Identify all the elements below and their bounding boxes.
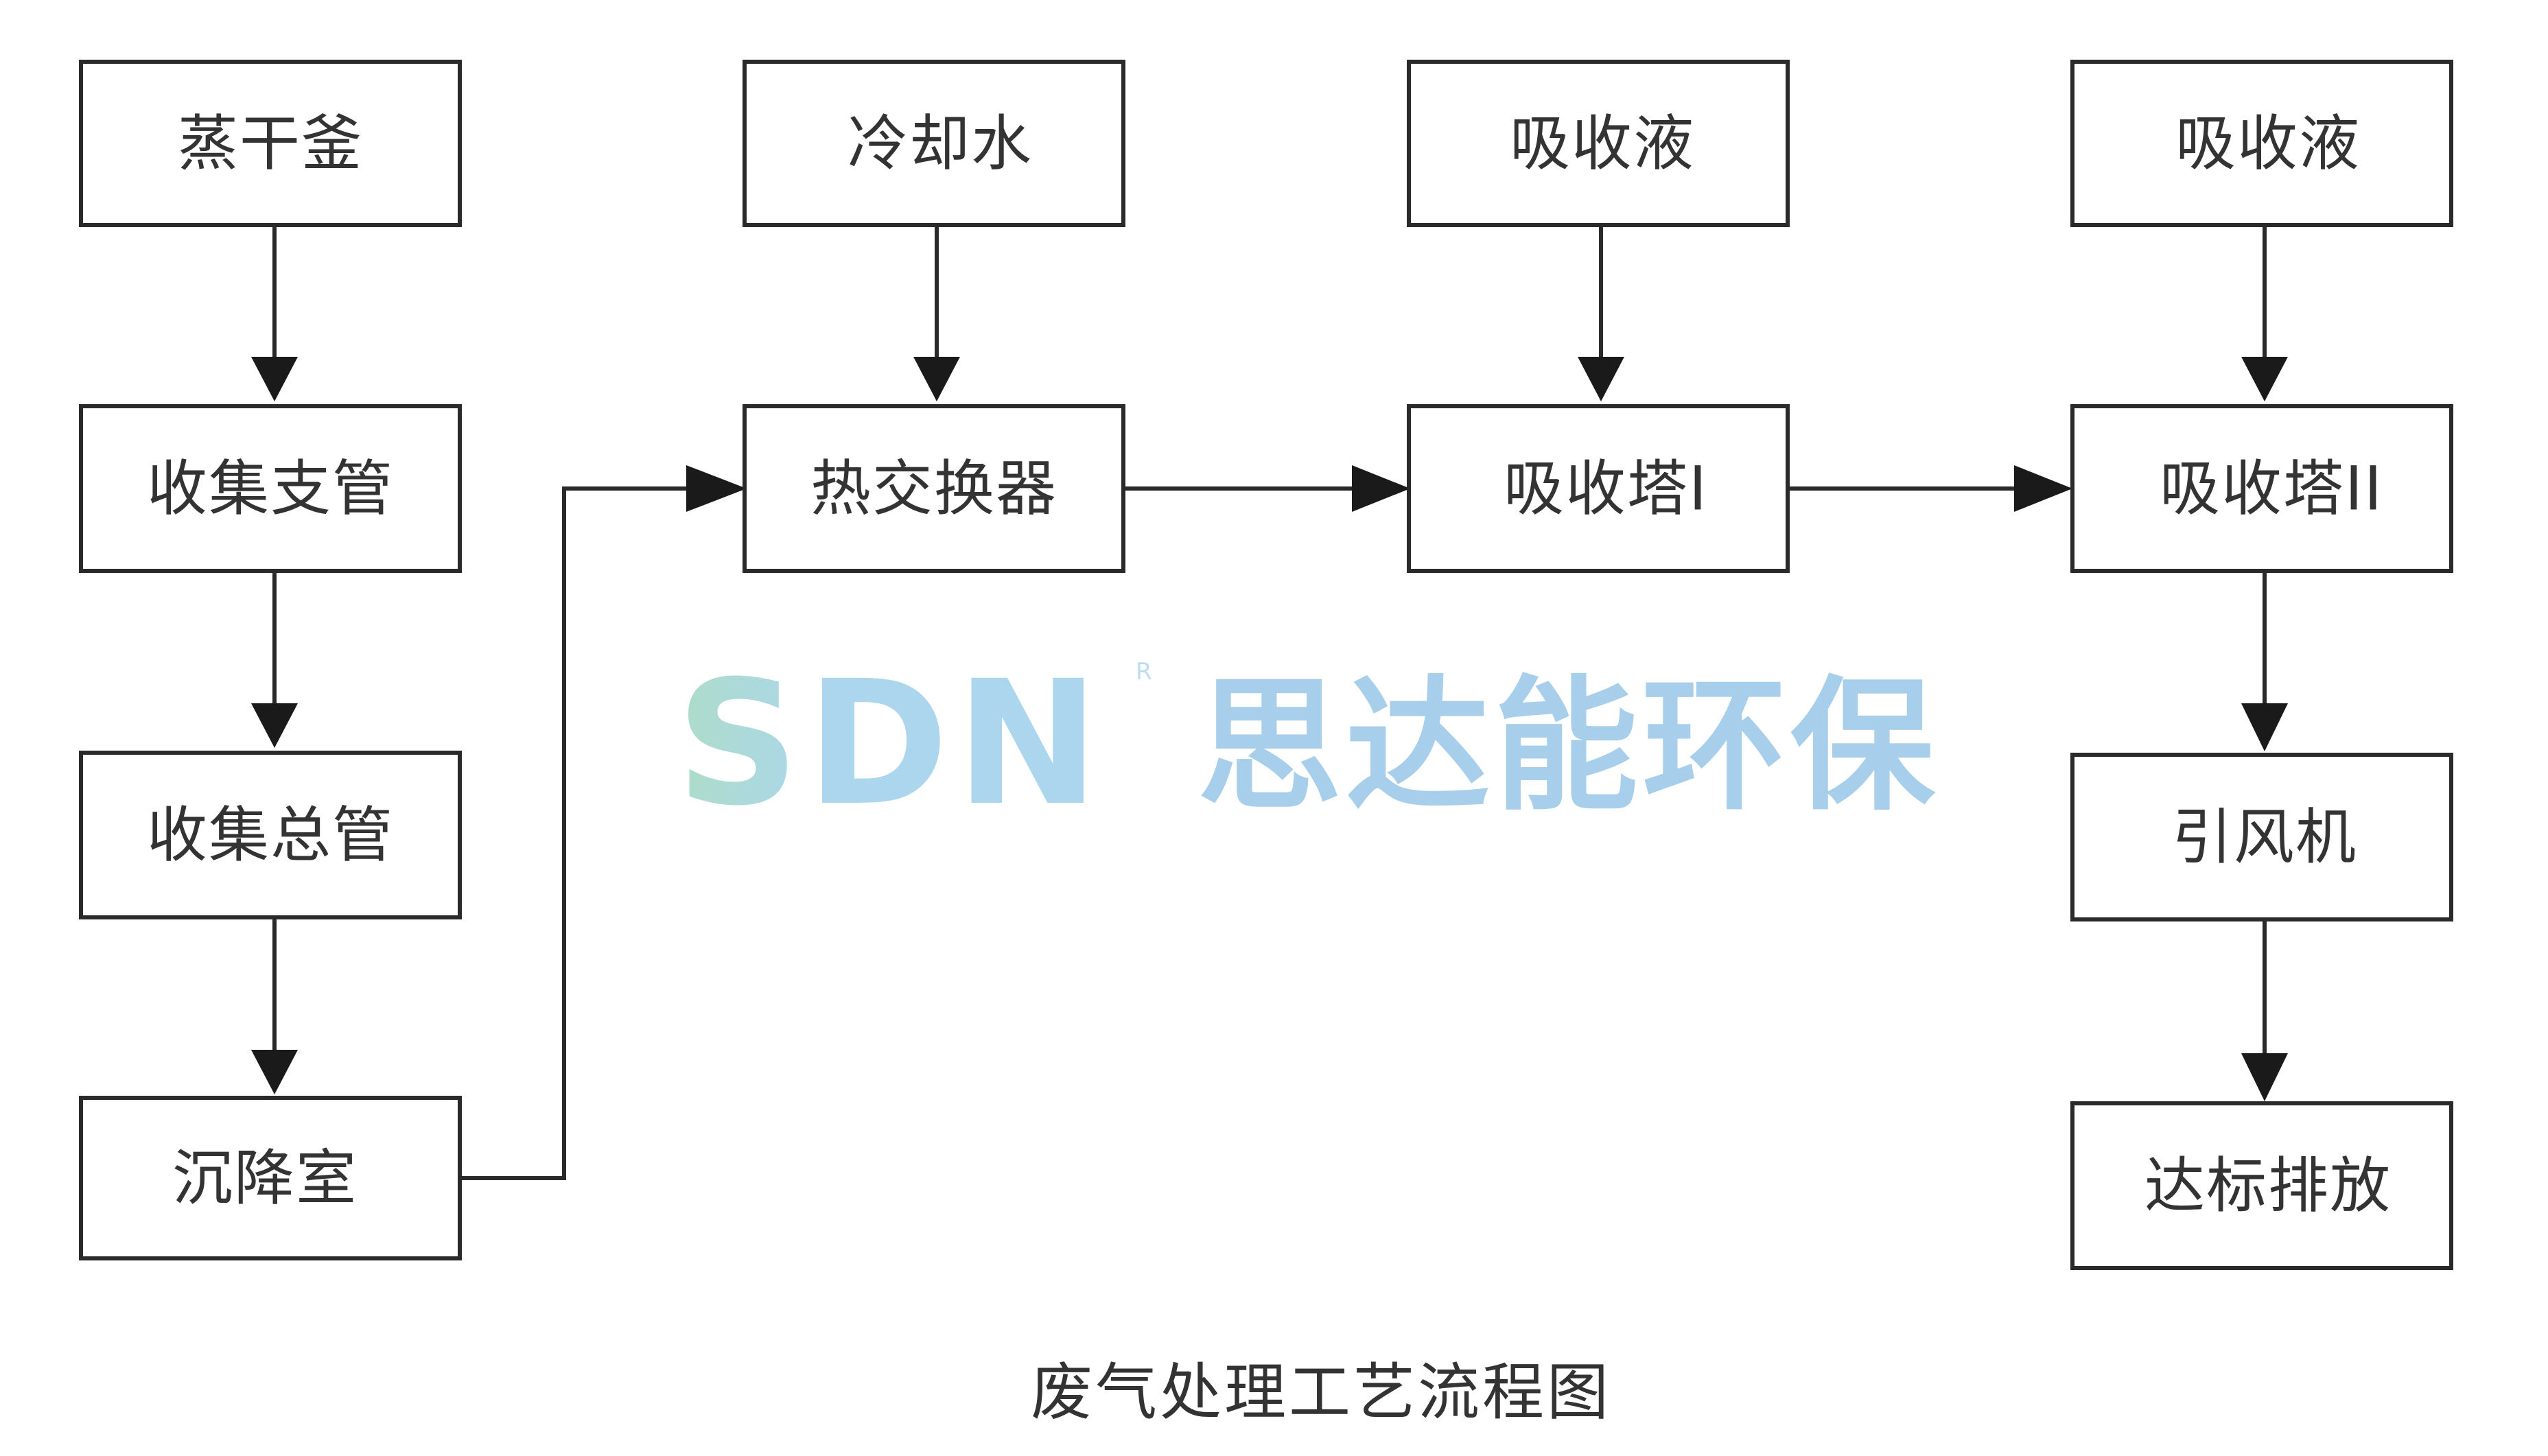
- svg-text:吸收液: 吸收液: [2175, 108, 2361, 179]
- svg-text:收集支管: 收集支管: [147, 454, 394, 524]
- watermark-registered-mark: R: [1136, 658, 1152, 685]
- svg-text:蒸干釜: 蒸干釜: [178, 108, 363, 179]
- watermark-cjk: 思达能环保: [1197, 662, 1939, 830]
- svg-text:达标排放: 达标排放: [2144, 1151, 2392, 1221]
- diagram-caption: 废气处理工艺流程图: [1031, 1357, 1611, 1429]
- watermark-latin: SDN: [676, 644, 1106, 843]
- svg-text:沉降室: 沉降室: [172, 1143, 358, 1214]
- node-absorbent-2: 吸收液: [2070, 60, 2453, 227]
- node-induced-fan: 引风机: [2070, 753, 2453, 921]
- connectors: [251, 225, 2288, 1180]
- svg-text:吸收液: 吸收液: [1510, 108, 1695, 179]
- node-absorber-2: 吸收塔II: [2070, 404, 2453, 573]
- node-absorbent-1: 吸收液: [1407, 60, 1790, 227]
- node-settling-chamber: 沉降室: [79, 1096, 462, 1260]
- svg-text:热交换器: 热交换器: [810, 454, 1057, 524]
- svg-text:吸收塔I: 吸收塔I: [1504, 454, 1708, 524]
- svg-text:引风机: 引风机: [2172, 802, 2357, 873]
- svg-text:收集总管: 收集总管: [147, 800, 394, 871]
- watermark-logo: SDN R 思达能环保: [676, 644, 1939, 843]
- node-main-pipe: 收集总管: [79, 751, 462, 919]
- svg-text:吸收塔II: 吸收塔II: [2160, 454, 2383, 524]
- node-discharge: 达标排放: [2070, 1101, 2453, 1270]
- node-absorber-1: 吸收塔I: [1407, 404, 1790, 573]
- node-branch-pipe: 收集支管: [79, 404, 462, 573]
- node-steam-dryer: 蒸干釜: [79, 60, 462, 227]
- svg-text:冷却水: 冷却水: [848, 108, 1033, 179]
- node-heat-exchanger: 热交换器: [743, 404, 1125, 573]
- node-cooling-water: 冷却水: [743, 60, 1125, 227]
